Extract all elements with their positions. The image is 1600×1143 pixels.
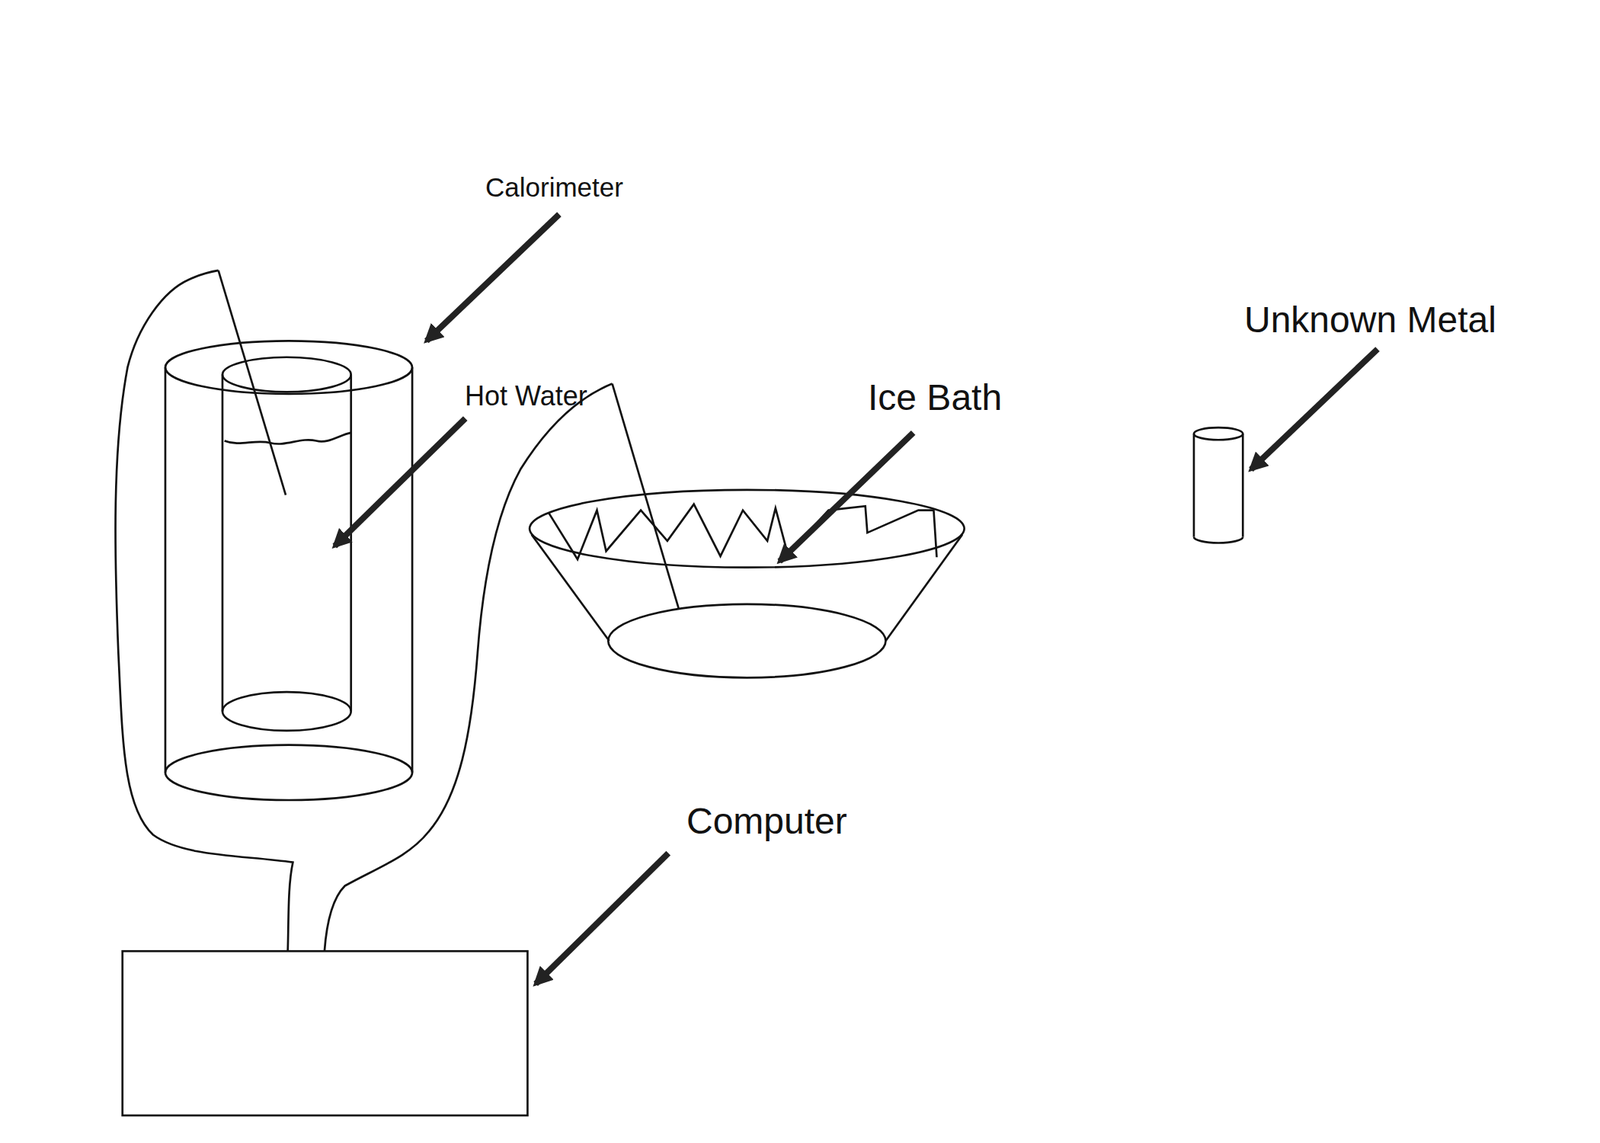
leader-arrow (426, 214, 560, 341)
leader-arrow (1251, 348, 1378, 470)
ice (549, 504, 938, 560)
bowl-rim (529, 489, 965, 568)
outer-wall (164, 367, 167, 773)
cable (115, 270, 613, 951)
leader-arrow (535, 853, 669, 984)
part-label: Unknown Metal (1244, 301, 1497, 339)
temperature-probe (218, 270, 286, 496)
outer-base (165, 745, 413, 800)
bowl-side (531, 534, 610, 641)
inner-rim (222, 357, 352, 393)
outer-wall (411, 367, 414, 773)
computer-box (122, 950, 528, 1116)
leader-arrow (779, 432, 913, 562)
inner-wall (349, 374, 352, 712)
inner-base (222, 691, 352, 731)
cylinder-side (1193, 433, 1196, 537)
metal-sample (1193, 427, 1243, 543)
part-label: Hot Water (464, 382, 588, 410)
temperature-probe (612, 384, 679, 609)
ice-bath (529, 384, 965, 679)
cylinder-top (1193, 427, 1243, 440)
bowl-base (608, 604, 886, 678)
sensor-cable (324, 384, 613, 952)
inner-wall (221, 374, 224, 712)
bowl-side (886, 534, 963, 641)
outer-rim (165, 340, 413, 394)
part-label: Ice Bath (867, 379, 1002, 416)
cylinder-side (1241, 433, 1245, 537)
leader-arrows (334, 214, 1378, 984)
water-surface (224, 432, 352, 445)
part-label: Calorimeter (485, 173, 624, 201)
leader-arrow (334, 418, 465, 546)
part-label: Computer (686, 803, 848, 840)
calorimeter (165, 270, 413, 800)
cylinder-base (1193, 536, 1243, 543)
